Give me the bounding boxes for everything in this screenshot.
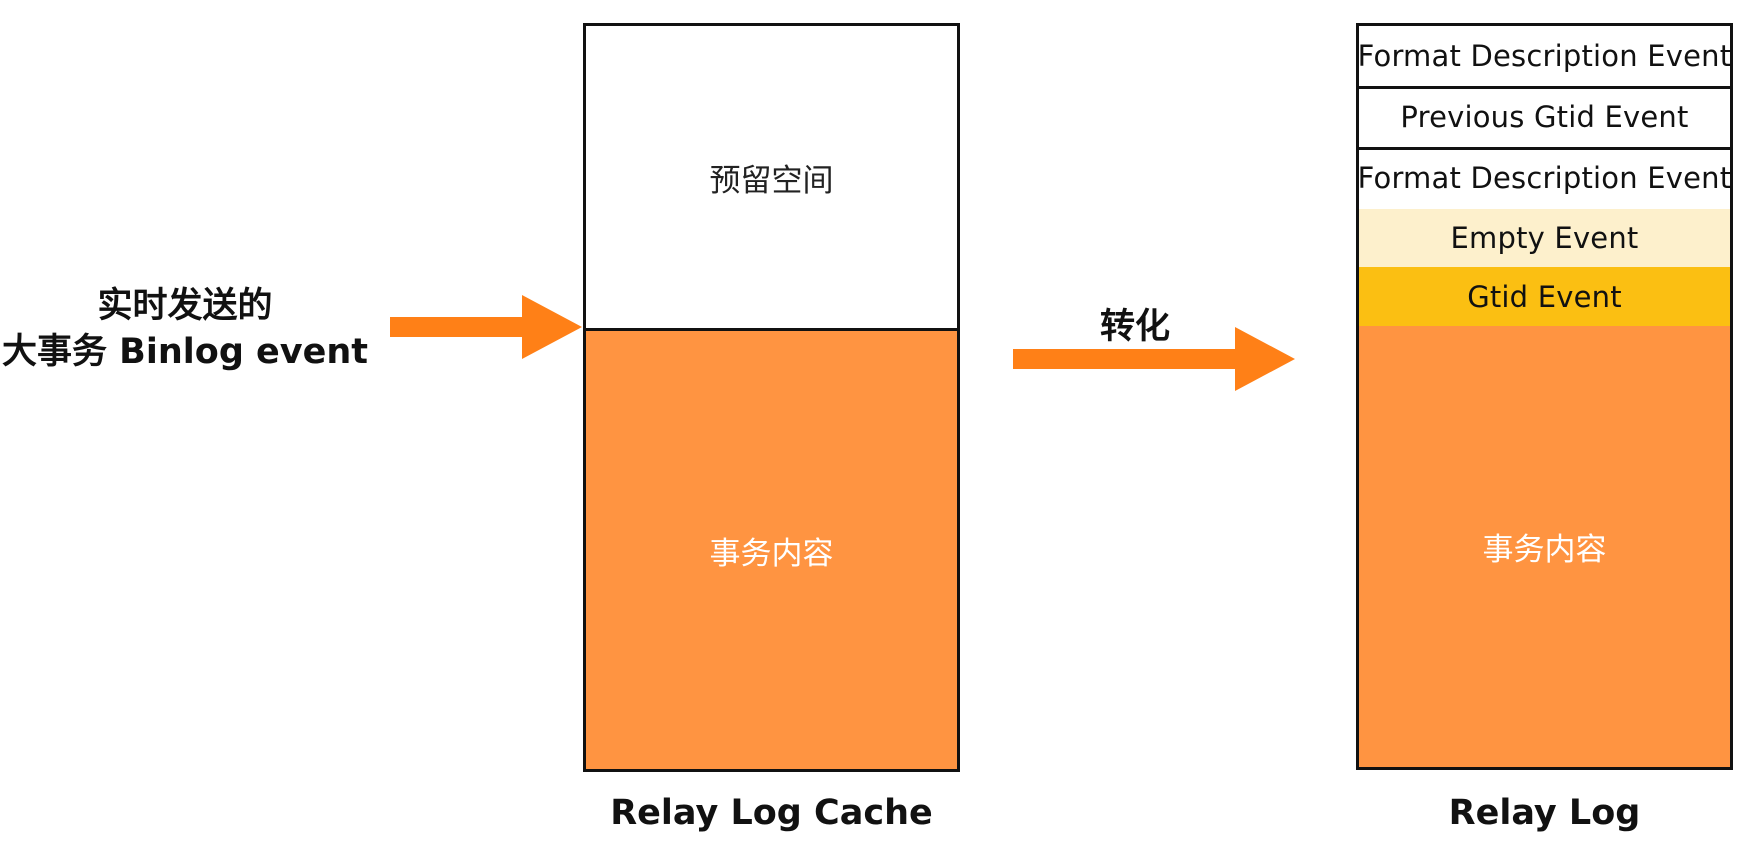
relay-log-cache-box: 预留空间 事务内容 [583,23,960,772]
relay-row-previous-gtid: Previous Gtid Event [1359,86,1730,150]
convert-label: 转化 [1100,307,1171,347]
relay-transaction-content: 事务内容 [1359,326,1730,767]
left-label-line2: 大事务 Binlog event [2,332,368,372]
relay-caption: Relay Log [1448,793,1641,833]
relay-row-format-description-2: Format Description Event [1358,147,1731,212]
relay-row-gtid-event: Gtid Event [1359,267,1730,329]
cache-reserved-label: 预留空间 [709,162,834,199]
input-arrow-shaft [390,317,525,337]
input-arrow-icon [390,295,582,359]
cache-content-label: 事务内容 [709,535,834,572]
left-label: 实时发送的 大事务 Binlog event [0,283,370,375]
relay-content-label: 事务内容 [1482,532,1607,568]
relay-row-empty-event: Empty Event [1359,209,1730,270]
cache-transaction-content: 事务内容 [586,331,957,769]
cache-caption: Relay Log Cache [610,793,933,833]
input-arrow-head [522,295,582,359]
left-label-line1: 实时发送的 [97,286,273,326]
convert-arrow-icon [1013,327,1295,391]
relay-row-format-description-1: Format Description Event [1358,26,1731,89]
cache-reserved-space: 预留空间 [586,26,957,331]
relay-log-box: Format Description Event Previous Gtid E… [1356,23,1733,770]
convert-arrow-head [1235,327,1295,391]
convert-arrow-shaft [1013,349,1238,369]
